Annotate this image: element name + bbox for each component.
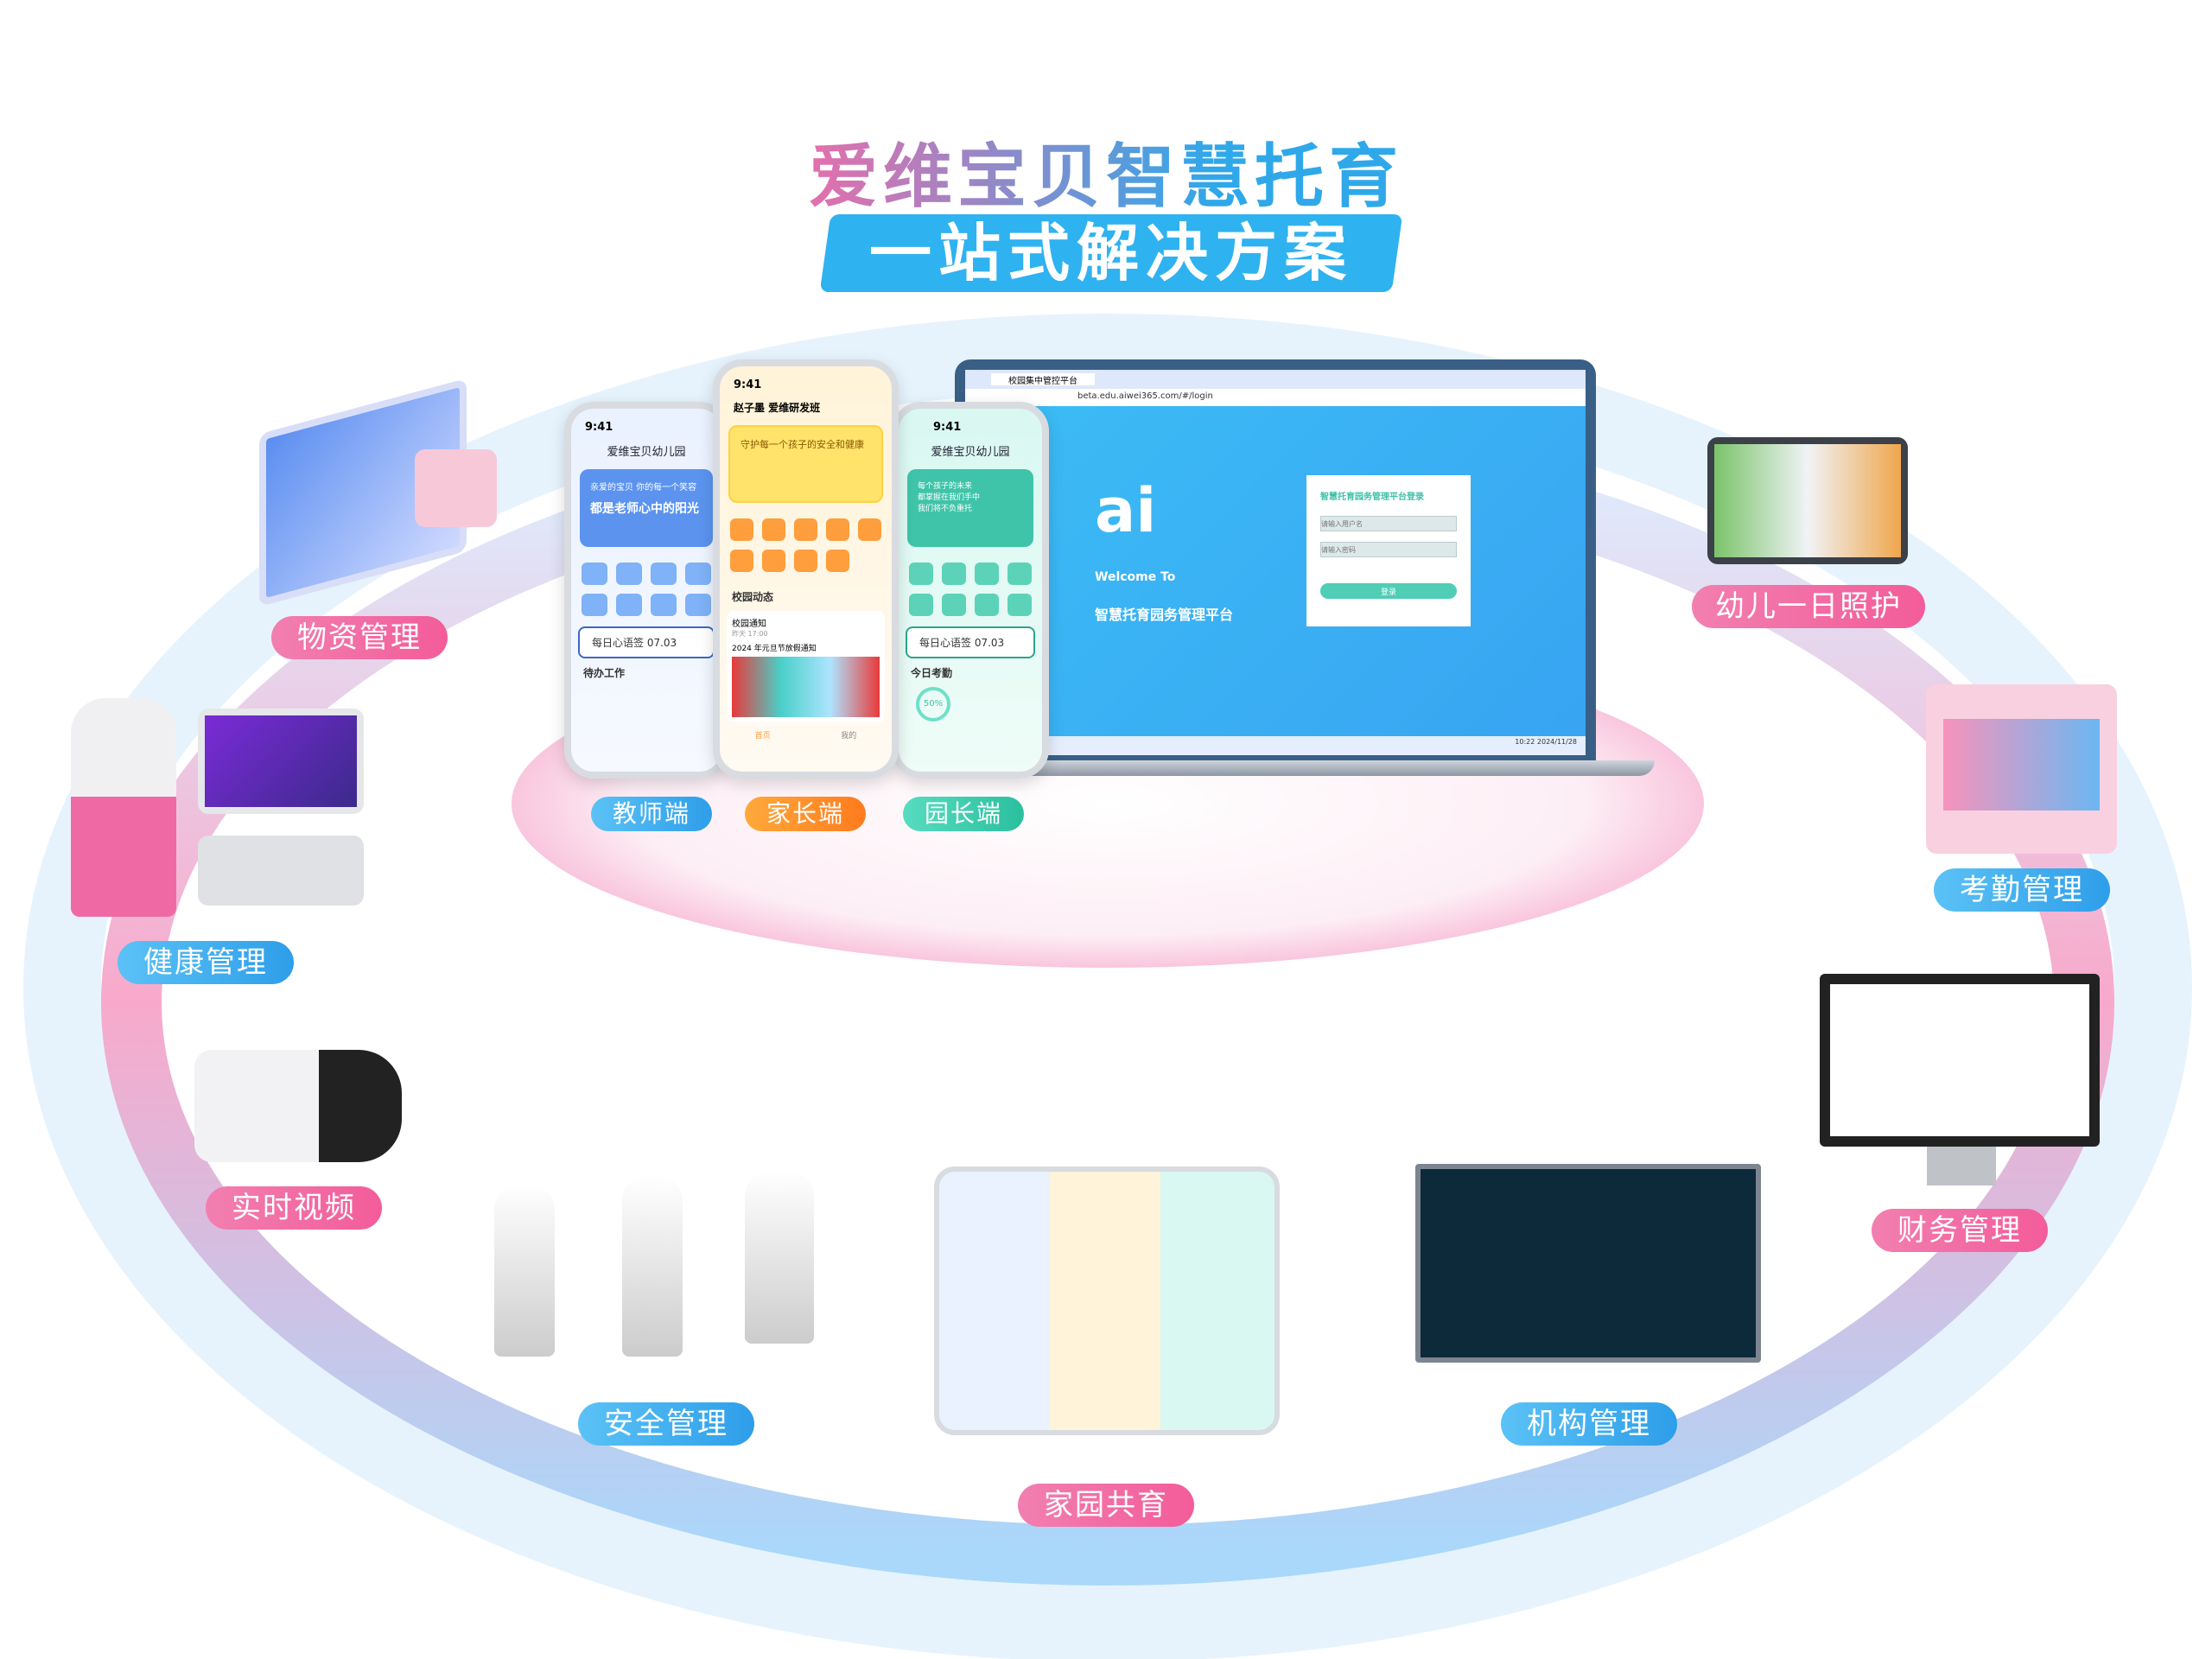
label-safety[interactable]: 安全管理	[578, 1402, 754, 1446]
browser-window: 校园集中管控平台 beta.edu.aiwei365.com/#/login a…	[965, 370, 1586, 755]
welcome-text: Welcome To	[1095, 570, 1176, 584]
notice-card[interactable]: 校园通知 昨天 17:00 2024 年元旦节放假通知	[727, 611, 885, 722]
label-attendance[interactable]: 考勤管理	[1934, 868, 2110, 912]
subtitle-text: 一站式解决方案	[868, 217, 1353, 289]
password-input[interactable]	[1320, 542, 1457, 557]
imac-stand	[1927, 1147, 1996, 1185]
taskbar-date: 2024/11/28	[1536, 738, 1577, 746]
banner-line: 每个孩子的未来	[918, 482, 973, 491]
nav-me[interactable]: 我的	[841, 732, 857, 741]
username-input[interactable]	[1320, 516, 1457, 531]
materials-box-illustration	[415, 449, 497, 527]
login-form: 智慧托育园务管理平台登录 登录	[1306, 475, 1471, 626]
parent-phone: 9:41 赵子墨 爱维研发班 守护每一个孩子的安全和健康 校园动态 校园通知 昨…	[713, 359, 899, 779]
laptop: 校园集中管控平台 beta.edu.aiwei365.com/#/login a…	[955, 359, 1596, 766]
school-name: 爱维宝贝幼儿园	[607, 446, 686, 459]
todo-heading: 待办工作	[583, 667, 626, 679]
login-page: ai Welcome To 智慧托育园务管理平台 智慧托育园务管理平台登录 登录	[965, 406, 1586, 736]
attendance-heading: 今日考勤	[911, 667, 953, 679]
health-tablet	[198, 709, 364, 814]
sleep-mat	[198, 836, 364, 906]
status-time: 9:41	[585, 421, 613, 434]
institution-dashboard-tv	[1415, 1164, 1761, 1363]
daily-card: 每日心语签 07.03	[578, 626, 715, 658]
label-daycare[interactable]: 幼儿一日照护	[1692, 585, 1925, 628]
banner-line: 亲爱的宝贝 你的每一个笑容	[590, 483, 697, 493]
taskbar-time: 10:22	[1515, 738, 1535, 746]
laptop-base	[955, 760, 1655, 776]
subtitle-banner: 一站式解决方案	[819, 214, 1403, 292]
label-institution[interactable]: 机构管理	[1501, 1402, 1677, 1446]
page-title: 爱维宝贝智慧托育	[0, 121, 2212, 221]
safety-gate	[494, 1184, 555, 1357]
label-video[interactable]: 实时视频	[206, 1186, 382, 1230]
safety-gate	[622, 1175, 683, 1357]
status-time: 9:41	[933, 421, 962, 434]
login-button[interactable]: 登录	[1320, 583, 1457, 599]
label-health[interactable]: 健康管理	[118, 941, 294, 984]
safety-gate	[745, 1171, 814, 1344]
banner-line: 我们将不负重托	[918, 505, 973, 513]
browser-tab-bar: 校园集中管控平台	[965, 370, 1586, 389]
notice-image	[732, 657, 880, 717]
taskbar: 10:22 2024/11/28	[965, 736, 1586, 755]
label-director[interactable]: 园长端	[903, 797, 1024, 831]
banner-line: 都是老师心中的阳光	[590, 502, 699, 516]
parent-banner: 守护每一个孩子的安全和健康	[728, 425, 883, 503]
homeschool-phones	[934, 1166, 1280, 1435]
notice-label: 校园通知	[732, 620, 766, 629]
platform-name: 智慧托育园务管理平台	[1095, 607, 1234, 623]
status-time: 9:41	[734, 378, 762, 391]
daily-card: 每日心语签 07.03	[906, 626, 1035, 658]
attendance-device	[1926, 684, 2117, 854]
browser-tab[interactable]: 校园集中管控平台	[991, 373, 1095, 386]
label-materials[interactable]: 物资管理	[271, 616, 448, 659]
label-teacher[interactable]: 教师端	[591, 797, 712, 831]
login-form-title: 智慧托育园务管理平台登录	[1320, 493, 1424, 502]
label-finance[interactable]: 财务管理	[1872, 1209, 2048, 1252]
child-name: 赵子墨 爱维研发班	[734, 402, 821, 414]
address-bar[interactable]: beta.edu.aiwei365.com/#/login	[965, 389, 1586, 406]
director-phone: 9:41 爱维宝贝幼儿园 每个孩子的未来都掌握在我们手中我们将不负重托 每日心语…	[892, 402, 1049, 779]
feature-grid	[571, 552, 721, 626]
school-name: 爱维宝贝幼儿园	[931, 446, 1010, 459]
feature-grid	[720, 508, 892, 582]
notice-time: 昨天 17:00	[732, 630, 768, 638]
notice-title: 2024 年元旦节放假通知	[732, 645, 817, 653]
video-camera	[194, 1050, 402, 1162]
finance-imac	[1820, 974, 2100, 1147]
banner-line: 都掌握在我们手中	[918, 493, 981, 502]
label-homeschool[interactable]: 家园共育	[1018, 1484, 1194, 1527]
director-banner: 每个孩子的未来都掌握在我们手中我们将不负重托	[907, 469, 1033, 547]
teacher-phone: 9:41 爱维宝贝幼儿园 亲爱的宝贝 你的每一个笑容都是老师心中的阳光 每日心语…	[564, 402, 728, 779]
health-robot	[71, 698, 176, 917]
news-heading: 校园动态	[732, 591, 774, 603]
feature-grid	[899, 552, 1042, 626]
logo: ai	[1095, 475, 1157, 546]
daycare-monitor	[1707, 437, 1908, 564]
nav-home[interactable]: 首页	[754, 732, 771, 741]
attendance-percent: 50%	[916, 687, 950, 721]
teacher-banner: 亲爱的宝贝 你的每一个笑容都是老师心中的阳光	[580, 469, 713, 547]
label-parent[interactable]: 家长端	[745, 797, 866, 831]
